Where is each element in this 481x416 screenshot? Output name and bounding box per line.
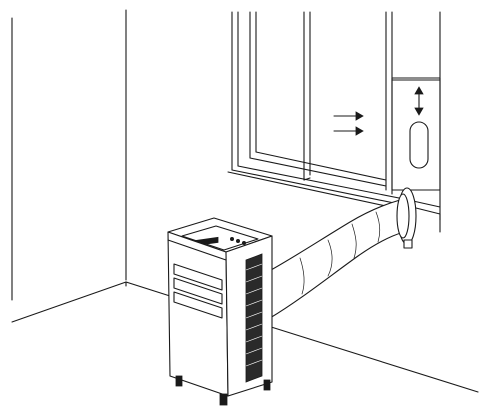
side-grille	[246, 254, 262, 382]
air-conditioner-unit	[168, 218, 272, 405]
double-right-arrow-icon	[334, 112, 363, 135]
window-kit-slot	[410, 122, 428, 168]
exhaust-hose	[262, 188, 416, 318]
up-down-arrow-icon	[415, 87, 423, 115]
